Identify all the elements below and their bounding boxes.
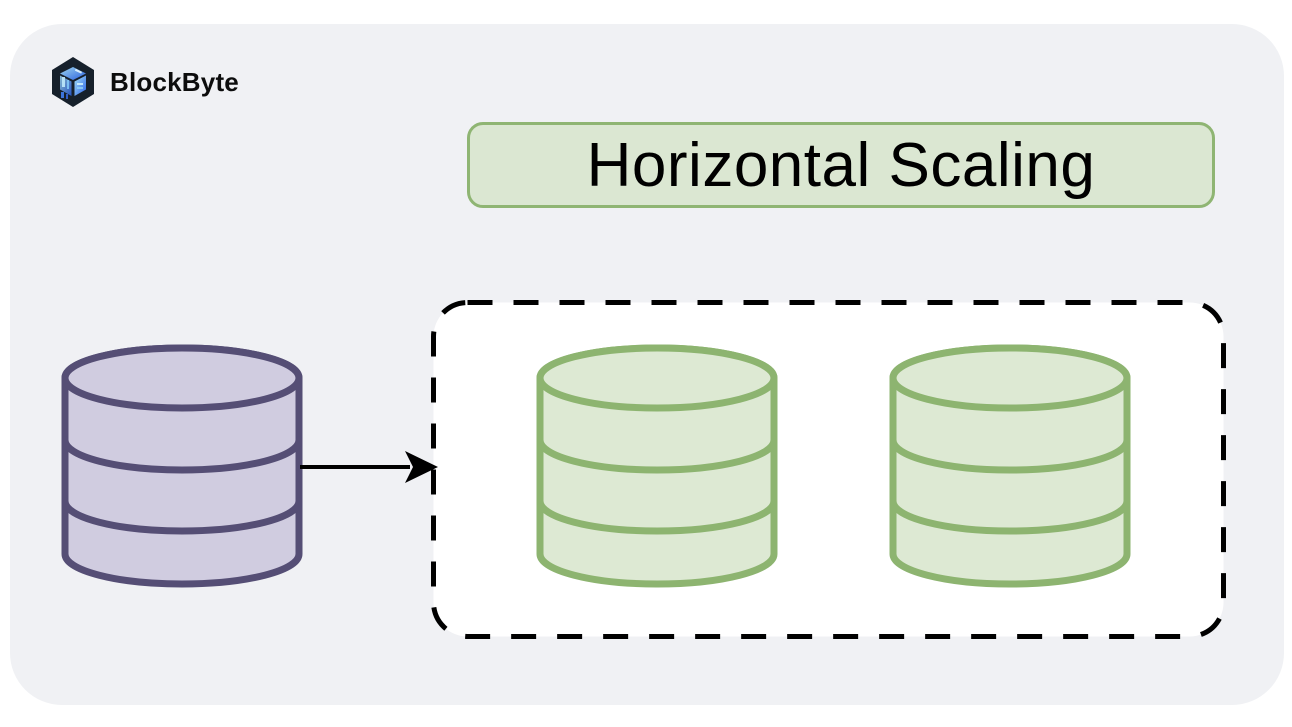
source-database-icon bbox=[61, 344, 303, 588]
blockbyte-logo-icon bbox=[52, 57, 94, 107]
page-title: Horizontal Scaling bbox=[586, 130, 1096, 200]
logo-cube-glyph bbox=[60, 67, 86, 99]
replica-database-icon-1 bbox=[536, 344, 778, 588]
replica-database-icon-2 bbox=[889, 344, 1131, 588]
title-banner: Horizontal Scaling bbox=[467, 122, 1215, 208]
brand-name: BlockByte bbox=[110, 66, 239, 97]
scaling-arrow-icon bbox=[300, 451, 438, 483]
brand: BlockByte bbox=[48, 56, 239, 108]
